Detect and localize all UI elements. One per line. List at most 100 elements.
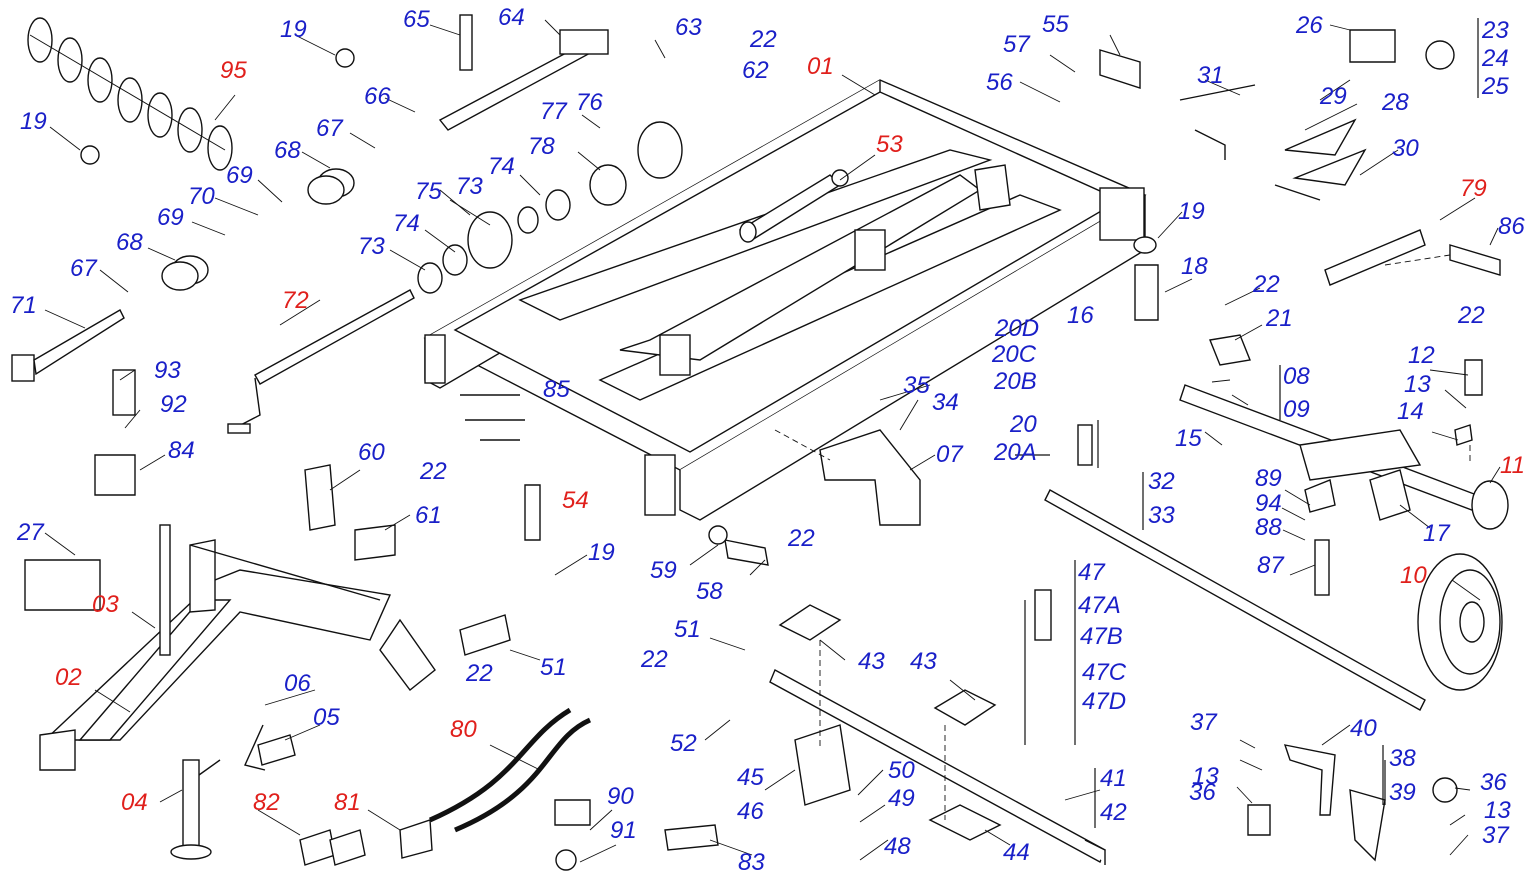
wheel-10 [1417,553,1503,691]
label-47A: 47A [1078,592,1121,619]
drawbar-02 [39,539,436,771]
label-24: 24 [1481,45,1509,72]
label-60: 60 [358,439,385,466]
label-01: 01 [807,53,834,80]
label-22d: 22 [419,458,447,485]
label-52: 52 [670,730,697,757]
bracket-45-46 [794,724,851,806]
label-37a: 37 [1190,709,1218,736]
label-94: 94 [1255,490,1282,517]
label-56: 56 [986,69,1013,96]
label-20D: 20D [994,315,1039,342]
label-02: 02 [55,664,82,691]
label-21: 21 [1265,305,1293,332]
label-40: 40 [1350,715,1377,742]
label-37b: 37 [1482,822,1510,849]
label-15: 15 [1175,425,1202,452]
label-69b: 69 [157,204,184,231]
label-36a: 36 [1189,779,1216,806]
label-78: 78 [528,133,555,160]
label-30: 30 [1392,135,1419,162]
label-62: 62 [742,57,769,84]
label-22e: 22 [787,525,815,552]
label-42: 42 [1100,799,1127,826]
label-46: 46 [737,798,764,825]
label-74a: 74 [488,153,515,180]
label-73b: 73 [358,233,385,260]
label-17: 17 [1423,520,1451,547]
label-25: 25 [1481,73,1509,100]
label-29: 29 [1319,83,1347,110]
label-22g: 22 [640,646,668,673]
label-67b: 67 [70,255,98,282]
label-61: 61 [415,502,442,529]
label-19c: 19 [1178,198,1205,225]
label-28: 28 [1381,89,1409,116]
label-47B: 47B [1080,623,1123,650]
label-22c: 22 [1457,302,1485,329]
jack-stand-04 [170,759,221,860]
callout-labels: 01 02 03 04 05 06 07 08 09 10 11 12 13 1… [10,4,1525,876]
bar-41-42 [769,669,1106,865]
shaft-72-crank [227,289,415,434]
label-84: 84 [168,437,195,464]
label-51b: 51 [540,654,567,681]
label-75: 75 [415,178,442,205]
label-03: 03 [92,591,119,618]
label-19a: 19 [280,16,307,43]
label-32: 32 [1148,468,1175,495]
main-frame [423,79,1147,521]
misc-small-parts [24,29,1501,871]
label-11: 11 [1500,452,1525,479]
label-58: 58 [696,578,723,605]
label-47: 47 [1078,559,1106,586]
bearing-housing-75-76 [417,121,683,294]
label-20A: 20A [993,439,1037,466]
label-36b: 36 [1480,769,1507,796]
label-91: 91 [610,817,637,844]
label-67a: 67 [316,115,344,142]
label-45: 45 [737,764,764,791]
axle-08-09 [1179,384,1509,530]
label-22a: 22 [749,26,777,53]
label-23: 23 [1481,17,1509,44]
label-88: 88 [1255,514,1282,541]
label-55: 55 [1042,11,1069,38]
label-77: 77 [540,98,568,125]
label-07: 07 [936,441,964,468]
label-47D: 47D [1082,688,1126,715]
label-22b: 22 [1252,271,1280,298]
label-49: 49 [888,785,915,812]
label-34: 34 [932,389,959,416]
label-83: 83 [738,849,765,876]
label-31: 31 [1197,62,1224,89]
label-35: 35 [903,372,930,399]
label-09: 09 [1283,396,1310,423]
label-73a: 73 [456,173,483,200]
brackets-43 [778,604,997,726]
label-65: 65 [403,6,430,33]
label-70: 70 [188,183,215,210]
label-08: 08 [1283,363,1310,390]
group-brackets [1015,18,1479,828]
bolt-71 [11,309,125,382]
label-68a: 68 [274,137,301,164]
label-80: 80 [450,716,477,743]
label-39: 39 [1389,779,1416,806]
label-43a: 43 [858,648,885,675]
label-22f: 22 [465,660,493,687]
dash-lines [774,254,1471,820]
plate-44 [928,804,1002,841]
label-19b: 19 [20,108,47,135]
label-90: 90 [607,783,634,810]
label-72: 72 [282,287,309,314]
label-13c: 13 [1484,797,1511,824]
label-63: 63 [675,14,702,41]
label-20: 20 [1009,411,1037,438]
hydraulic-cylinder-53 [738,169,849,243]
label-12: 12 [1408,342,1435,369]
label-41: 41 [1100,765,1127,792]
label-79: 79 [1460,175,1487,202]
label-04: 04 [121,789,148,816]
